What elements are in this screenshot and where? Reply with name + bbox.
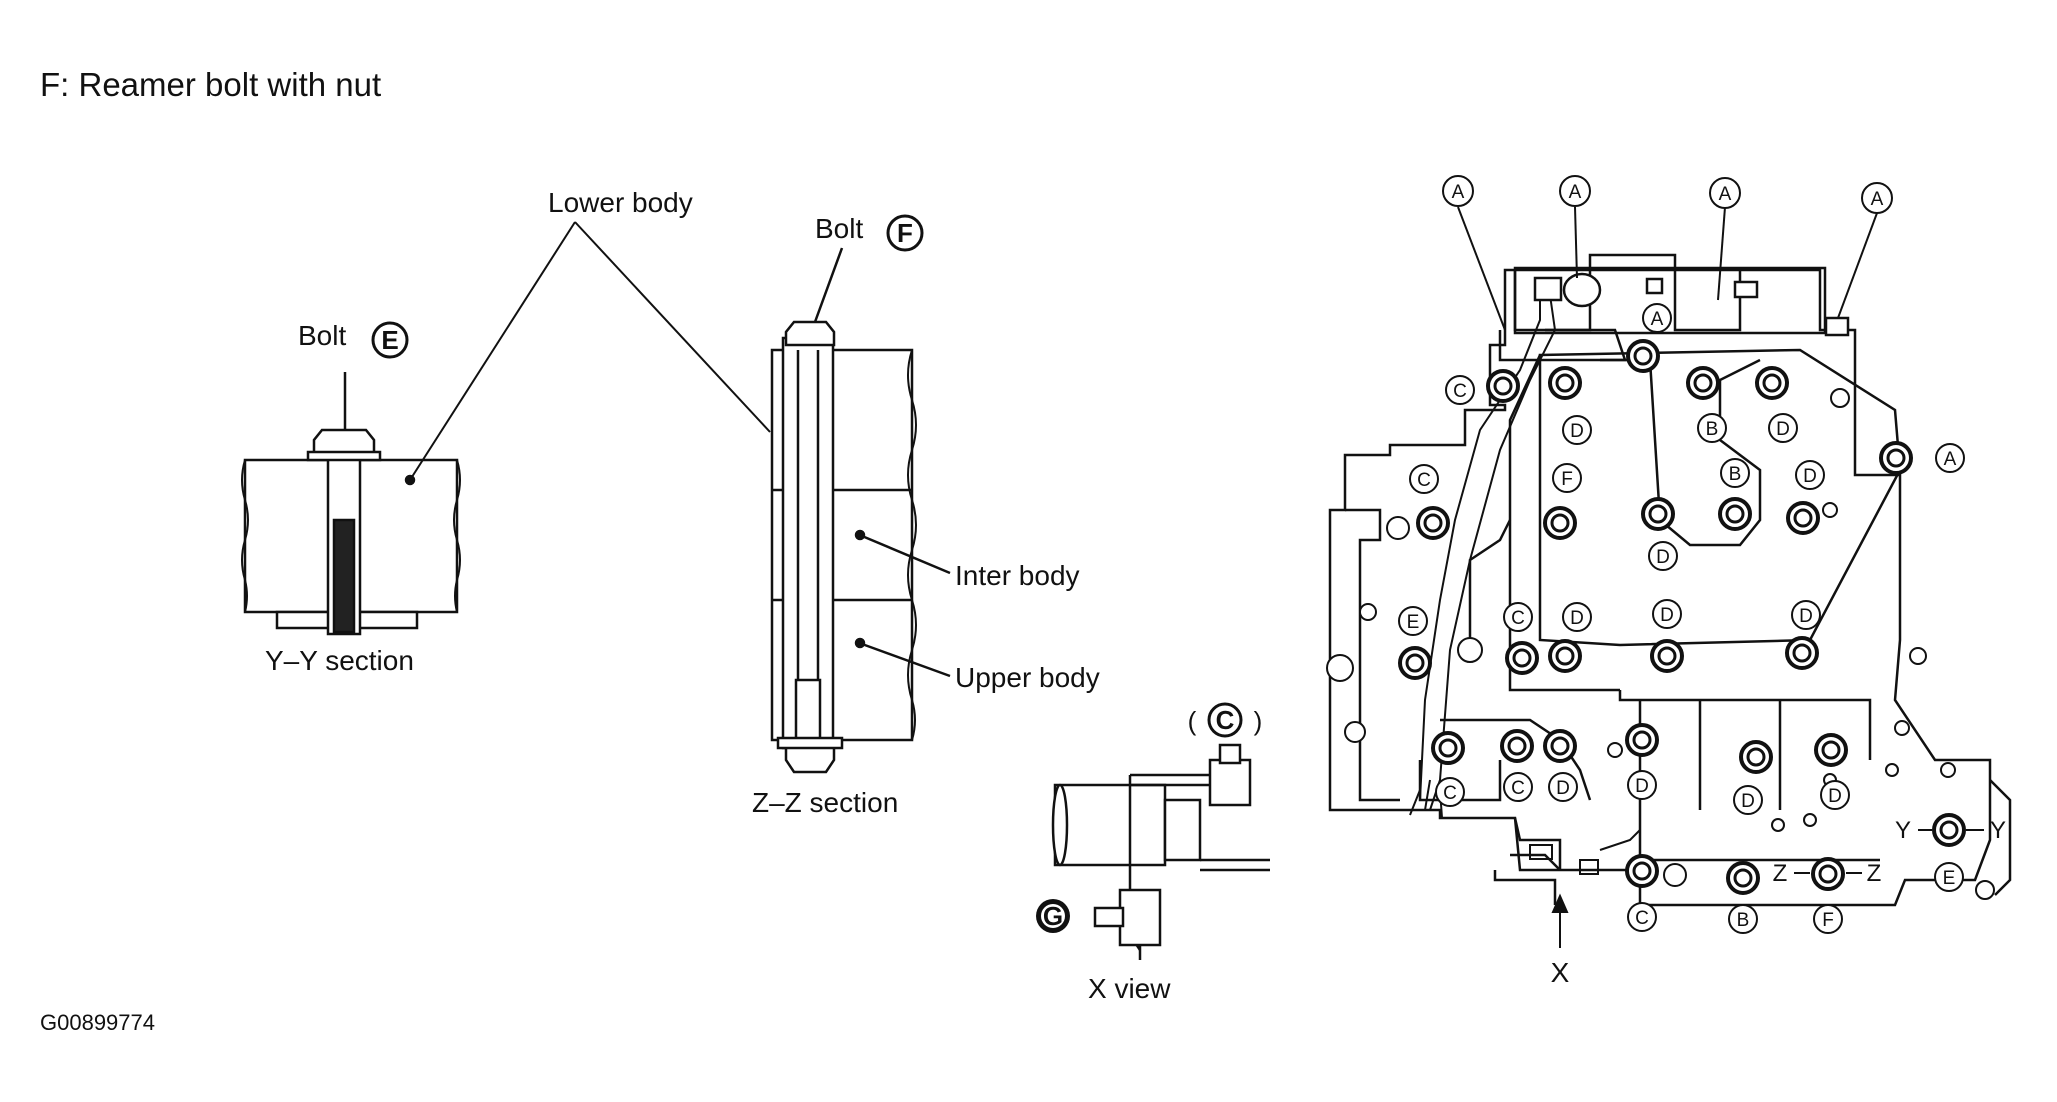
- svg-text:F: F: [1561, 469, 1573, 490]
- marker-d-9: D: [1627, 770, 1657, 800]
- svg-text:D: D: [1799, 606, 1813, 627]
- yy-section-drawing: [241, 372, 461, 636]
- marker-g-xview: G: [1036, 899, 1070, 933]
- page-title: F: Reamer bolt with nut: [40, 66, 382, 103]
- upper-body-label: Upper body: [955, 662, 1100, 693]
- marker-d-4: D: [1648, 541, 1678, 571]
- marker-d-11: D: [1820, 780, 1850, 810]
- z-cut-right: Z: [1867, 860, 1882, 887]
- svg-text:G: G: [1043, 901, 1063, 931]
- svg-text:D: D: [1660, 605, 1674, 626]
- marker-d-5: D: [1562, 602, 1592, 632]
- svg-text:A: A: [1944, 449, 1957, 470]
- marker-a-5: A: [1642, 303, 1672, 333]
- yy-section-label: Y–Y section: [265, 645, 414, 676]
- marker-c-xview: ( C ): [1188, 702, 1263, 738]
- svg-text:D: D: [1570, 421, 1584, 442]
- marker-b-3: B: [1728, 904, 1758, 934]
- bolt-f-label: Bolt: [815, 213, 864, 244]
- marker-a-6: A: [1935, 443, 1965, 473]
- svg-text:E: E: [1943, 868, 1956, 889]
- svg-text:C: C: [1453, 381, 1467, 402]
- marker-d-6: D: [1652, 599, 1682, 629]
- svg-text:F: F: [897, 218, 913, 248]
- y-cut-left: Y: [1895, 817, 1911, 844]
- marker-f-2: F: [1813, 904, 1843, 934]
- svg-text:C: C: [1443, 783, 1457, 804]
- svg-text:(: (: [1188, 706, 1197, 736]
- zz-section-drawing: [770, 247, 951, 774]
- marker-a-4: A: [1861, 182, 1893, 214]
- svg-text:D: D: [1570, 608, 1584, 629]
- marker-b-1: B: [1697, 413, 1727, 443]
- x-view-label: X view: [1088, 973, 1171, 1004]
- svg-text:D: D: [1803, 466, 1817, 487]
- x-arrow-label: X: [1551, 957, 1570, 988]
- svg-text:): ): [1254, 706, 1263, 736]
- a-leaders: [1457, 206, 1878, 331]
- marker-d-7: D: [1791, 600, 1821, 630]
- marker-c-3: C: [1503, 602, 1533, 632]
- x-view-arrow: [1551, 893, 1569, 948]
- svg-text:C: C: [1417, 470, 1431, 491]
- marker-a-3: A: [1709, 177, 1741, 209]
- zz-section-label: Z–Z section: [752, 787, 899, 818]
- svg-text:E: E: [1407, 612, 1420, 633]
- svg-text:C: C: [1635, 908, 1649, 929]
- marker-d-3: D: [1795, 460, 1825, 490]
- valve-body-outline: [1328, 253, 2012, 907]
- svg-text:B: B: [1706, 419, 1719, 440]
- svg-text:B: B: [1729, 464, 1742, 485]
- body-holes: [1326, 388, 1995, 900]
- bolt-e-label: Bolt: [298, 320, 347, 351]
- svg-text:A: A: [1569, 182, 1582, 203]
- marker-a-1: A: [1442, 175, 1474, 207]
- svg-text:B: B: [1737, 910, 1750, 931]
- marker-e-bolt: E: [371, 321, 409, 359]
- svg-text:A: A: [1719, 184, 1732, 205]
- svg-text:D: D: [1635, 776, 1649, 797]
- svg-text:C: C: [1511, 608, 1525, 629]
- marker-e-2: E: [1934, 862, 1964, 892]
- marker-e-1: E: [1398, 606, 1428, 636]
- svg-text:A: A: [1871, 189, 1884, 210]
- marker-d-2: D: [1768, 413, 1798, 443]
- marker-d-1: D: [1562, 415, 1592, 445]
- marker-f-bolt: F: [886, 214, 924, 252]
- marker-c-2: C: [1409, 464, 1439, 494]
- y-cut-right: Y: [1990, 817, 2006, 844]
- lower-body-label: Lower body: [548, 187, 693, 218]
- svg-text:D: D: [1656, 547, 1670, 568]
- svg-text:D: D: [1741, 791, 1755, 812]
- svg-text:D: D: [1556, 778, 1570, 799]
- marker-c-5: C: [1503, 772, 1533, 802]
- marker-c-4: C: [1435, 777, 1465, 807]
- marker-c-1: C: [1445, 375, 1475, 405]
- svg-text:C: C: [1511, 778, 1525, 799]
- figure-code: G00899774: [40, 1010, 155, 1035]
- marker-c-6: C: [1627, 902, 1657, 932]
- svg-text:D: D: [1776, 419, 1790, 440]
- marker-a-2: A: [1559, 175, 1591, 207]
- svg-text:A: A: [1452, 182, 1465, 203]
- x-view-drawing: [1051, 743, 1270, 960]
- svg-text:F: F: [1822, 910, 1834, 931]
- inter-body-label: Inter body: [955, 560, 1080, 591]
- marker-f-1: F: [1552, 463, 1582, 493]
- svg-text:C: C: [1216, 705, 1235, 735]
- svg-text:D: D: [1828, 786, 1842, 807]
- marker-b-2: B: [1720, 458, 1750, 488]
- marker-d-10: D: [1733, 785, 1763, 815]
- lower-body-leaders: [409, 221, 771, 481]
- svg-text:E: E: [381, 325, 398, 355]
- svg-text:A: A: [1651, 309, 1664, 330]
- z-cut-left: Z: [1773, 860, 1788, 887]
- top-connectors: [1533, 272, 1850, 337]
- marker-d-8: D: [1548, 772, 1578, 802]
